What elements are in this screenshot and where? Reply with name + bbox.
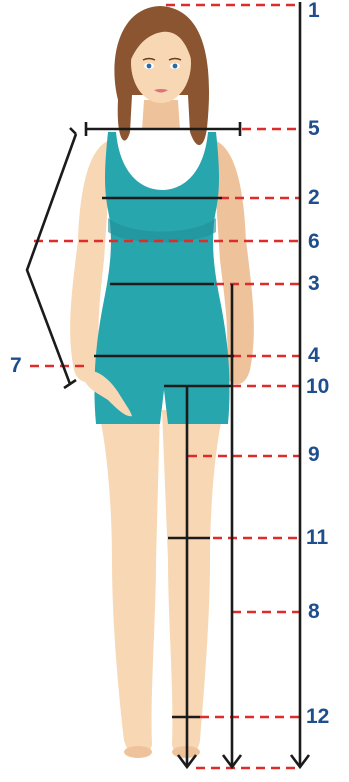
label-4: 4 xyxy=(308,345,320,366)
neck xyxy=(142,100,180,130)
label-8: 8 xyxy=(308,601,320,622)
right-leg xyxy=(162,410,224,756)
label-3: 3 xyxy=(308,273,320,294)
label-5: 5 xyxy=(308,118,320,139)
label-11: 11 xyxy=(306,527,328,548)
label-1: 1 xyxy=(308,0,320,21)
label-2: 2 xyxy=(308,187,320,208)
label-7: 7 xyxy=(10,355,22,376)
label-10: 10 xyxy=(306,376,329,397)
arrow-down-icon xyxy=(178,755,309,767)
label-9: 9 xyxy=(308,444,320,465)
label-12: 12 xyxy=(306,706,329,727)
outfit xyxy=(94,132,229,424)
left-leg xyxy=(98,410,160,756)
label-6: 6 xyxy=(308,231,320,252)
